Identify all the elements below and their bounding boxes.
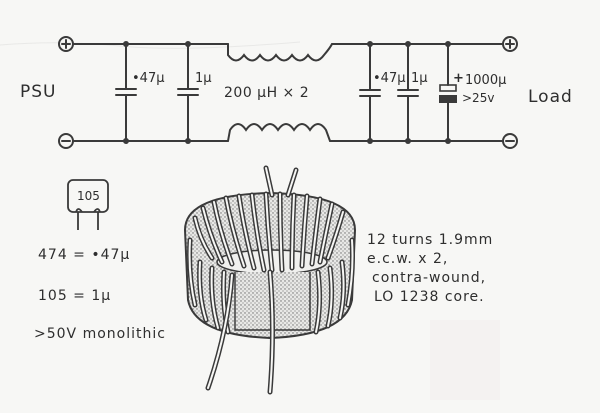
toroid-note-contra: contra-wound, — [372, 270, 487, 286]
toroid-note-ecw: e.c.w. x 2, — [367, 251, 449, 267]
input-negative-terminal — [58, 133, 74, 149]
electrolytic-voltage: >25v — [462, 91, 495, 105]
output-negative-terminal — [502, 133, 518, 149]
load-label: Load — [528, 87, 573, 107]
monolithic-capacitor-icon — [67, 179, 109, 230]
electrolytic-polarity: + — [453, 71, 464, 86]
inductor-bottom — [227, 123, 371, 142]
legend-line-monolithic: >50V monolithic — [34, 326, 166, 342]
electrolytic-value: 1000μ — [465, 73, 507, 88]
psu-label: PSU — [20, 82, 57, 102]
input-positive-terminal — [58, 36, 74, 52]
input-cap1-value: •47μ — [132, 71, 165, 86]
output-cap1-value: •47μ — [373, 71, 406, 86]
legend-line-105: 105 = 1μ — [38, 288, 112, 304]
output-capacitor-1u — [397, 43, 419, 142]
toroid-note-turns: 12 turns 1.9mm — [367, 232, 494, 248]
toroid-note-core: LO 1238 core. — [374, 289, 485, 305]
electrolytic-capacitor — [439, 43, 457, 142]
output-positive-terminal — [502, 36, 518, 52]
paper-texture — [0, 41, 500, 400]
junction-dots — [123, 41, 451, 144]
inductor-value: 200 μH × 2 — [224, 85, 310, 101]
legend-line-474: 474 = •47μ — [38, 247, 131, 263]
input-capacitor-047 — [115, 43, 137, 142]
input-capacitor-1u — [177, 43, 199, 142]
toroid-inductor-drawing — [183, 165, 357, 395]
output-capacitor-047 — [359, 43, 381, 142]
input-cap2-value: 1μ — [195, 71, 212, 86]
inductor-top — [227, 43, 371, 62]
package-marking: 105 — [77, 189, 100, 203]
output-cap2-value: 1μ — [411, 71, 428, 86]
